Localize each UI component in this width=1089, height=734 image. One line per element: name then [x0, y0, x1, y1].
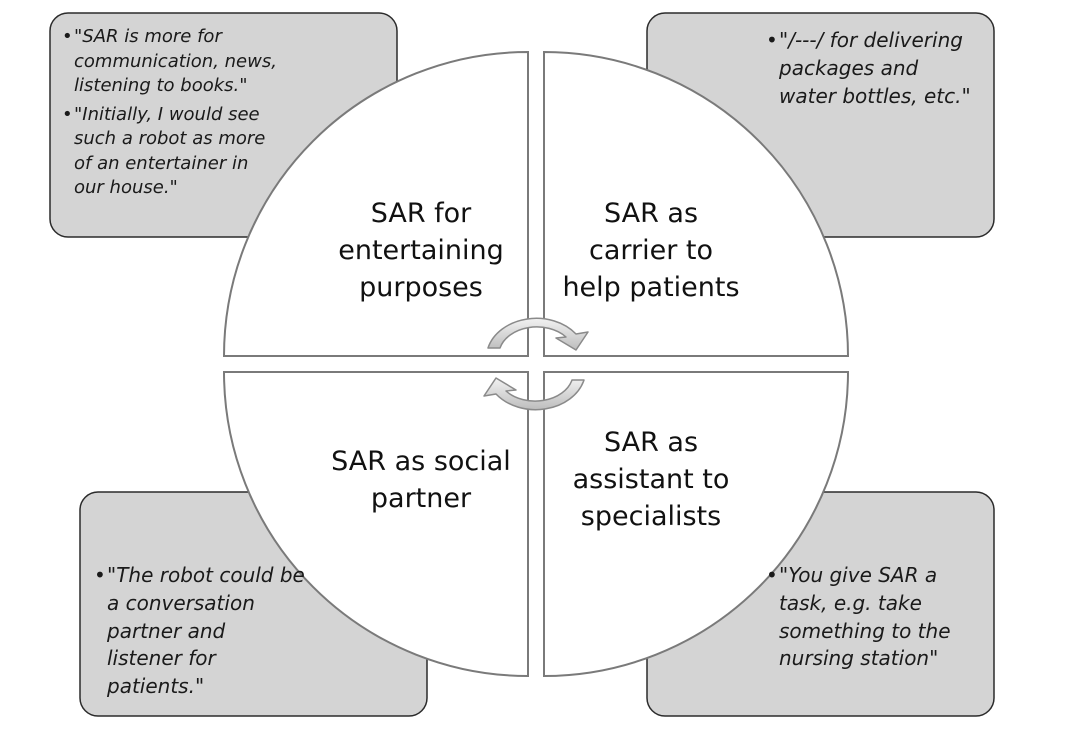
sector-bottom-left — [222, 371, 529, 678]
cycle-arrow-top-icon — [487, 317, 589, 351]
sector-label-line: SAR as social — [331, 446, 511, 477]
sector-label-line: SAR for — [371, 198, 472, 229]
sector-label-line: SAR as — [604, 198, 698, 229]
quote-line: "The robot could be — [107, 563, 305, 587]
sector-bottom-right — [543, 371, 850, 678]
quote-text-top-right: • "/---/ for delivering packages and wat… — [766, 28, 971, 108]
sector-label-bottom-right: SAR as assistant to specialists — [573, 427, 730, 532]
quote-line: such a robot as more — [74, 128, 265, 149]
cycle-arrow-bottom-icon — [483, 377, 585, 411]
quote-line: "SAR is more for — [74, 26, 223, 47]
quote-line: packages and — [778, 56, 918, 80]
sector-label-line: specialists — [581, 501, 721, 532]
quote-line: a conversation — [107, 591, 255, 615]
bullet-icon: • — [94, 563, 106, 587]
bullet-icon: • — [766, 28, 778, 52]
bullet-icon: • — [766, 563, 778, 587]
quote-line: partner and — [106, 619, 226, 643]
sector-label-line: help patients — [562, 272, 739, 303]
quote-line: communication, news, — [74, 51, 277, 72]
sector-label-top-right: SAR as carrier to help patients — [562, 198, 739, 303]
quote-line: task, e.g. take — [779, 591, 922, 615]
sector-label-line: entertaining — [338, 235, 504, 266]
sector-label-line: SAR as — [604, 427, 698, 458]
quote-line: something to the — [779, 619, 951, 643]
quote-line: nursing station" — [779, 646, 938, 670]
sector-label-line: partner — [371, 483, 472, 514]
quote-line: "Initially, I would see — [74, 104, 260, 125]
quote-line: patients." — [106, 674, 204, 698]
quote-line: water bottles, etc." — [779, 84, 971, 108]
bullet-icon: • — [62, 26, 73, 47]
quote-line: listener for — [107, 646, 218, 670]
quote-line: "/---/ for delivering — [779, 28, 963, 52]
sector-label-line: carrier to — [589, 235, 713, 266]
sector-label-line: purposes — [359, 272, 483, 303]
quote-line: our house." — [74, 177, 178, 198]
sector-label-line: assistant to — [573, 464, 730, 495]
quote-line: listening to books." — [74, 75, 248, 96]
quote-line: of an entertainer in — [74, 153, 248, 174]
sector-top-left — [222, 50, 529, 357]
quote-text-bottom-right: • "You give SAR a task, e.g. take someth… — [766, 563, 951, 670]
bullet-icon: • — [62, 104, 73, 125]
quote-line: "You give SAR a — [779, 563, 937, 587]
quote-text-bottom-left: • "The robot could be a conversation par… — [94, 563, 305, 698]
sector-label-top-left: SAR for entertaining purposes — [338, 198, 504, 303]
sector-label-bottom-left: SAR as social partner — [331, 446, 511, 514]
sector-top-right — [543, 50, 850, 357]
quote-text-top-left: • "SAR is more for communication, news, … — [62, 26, 277, 198]
